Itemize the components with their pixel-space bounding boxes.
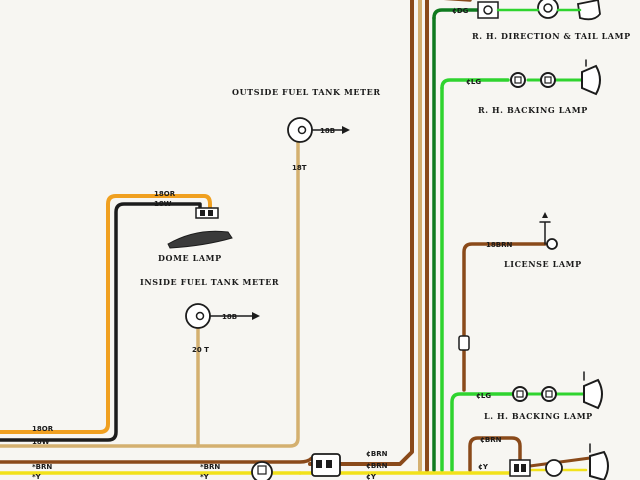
bulb-socket-icon: [540, 72, 556, 88]
label-rh-direction-tail: R. H. DIRECTION & TAIL LAMP: [472, 31, 631, 41]
wire-orange-dome: [0, 194, 212, 434]
terminal-icon: [297, 125, 307, 135]
dome-lamp: [167, 207, 233, 249]
ground-wires: [205, 126, 350, 320]
wire-label-18b-outside: 18B: [320, 127, 335, 135]
pin-icon: [316, 460, 322, 468]
wire-brown-bottom: [0, 456, 314, 464]
pin-icon: [326, 460, 332, 468]
wire-label-18b-inside: 18B: [222, 313, 237, 321]
inline-fuse-icon: [458, 335, 470, 351]
wire-label-18or-dome: 18OR: [154, 190, 176, 198]
bulb-socket-icon: [541, 386, 557, 402]
terminal-icon: [195, 311, 205, 321]
bulb-icon: [546, 238, 558, 250]
pin-icon: [257, 465, 267, 475]
arrow-icon: [542, 212, 548, 218]
pin-icon: [514, 76, 522, 84]
label-lh-backing: L. H. BACKING LAMP: [484, 411, 593, 421]
label-inside-fuel: INSIDE FUEL TANK METER: [140, 277, 279, 287]
label-rh-backing: R. H. BACKING LAMP: [478, 105, 588, 115]
wire-label-dg: ¢DG: [452, 7, 469, 15]
pin-icon: [544, 76, 552, 84]
wire-label-lg-top: ¢LG: [466, 78, 481, 86]
wire-label-18w-left: 18W: [32, 438, 50, 446]
lh-backing-lamp: [512, 371, 603, 410]
inside-fuel-tank-meter: [185, 303, 211, 329]
connector-icon: [512, 386, 528, 402]
pin-icon: [516, 390, 524, 398]
wire-label-lg-bot: ¢LG: [476, 392, 491, 400]
wire-harness-left: [0, 134, 314, 475]
rh-backing-lamp: [510, 59, 601, 96]
wire-label-brn-bot: ¢BRN: [480, 436, 502, 444]
pin-icon: [200, 210, 205, 216]
dome-lamp-icon: [167, 230, 233, 249]
wire-label-20t: 20 T: [192, 346, 209, 354]
wire-label-18brn: 18BRN: [486, 241, 512, 249]
bulb-icon: [543, 3, 553, 13]
socket-icon: [483, 5, 493, 15]
ground-icon: [539, 221, 551, 245]
pin-icon: [208, 210, 213, 216]
wire-label-y-bot: ¢Y: [478, 463, 489, 471]
wire-label-y-c: ¢Y: [366, 473, 377, 480]
gauge-icon: [287, 117, 313, 143]
wire-brown-trunk-outer: [308, 0, 414, 466]
lamp-housing-icon: [581, 64, 601, 96]
connector-icon: [509, 459, 531, 477]
bottom-connectors: [251, 453, 341, 480]
bulb-socket-icon: [545, 459, 563, 477]
wire-green-lh-backing: [450, 392, 514, 472]
bulb-socket-icon: [537, 0, 559, 19]
lamp-housing-icon: [583, 378, 603, 410]
label-outside-fuel: OUTSIDE FUEL TANK METER: [232, 87, 381, 97]
pin-icon: [521, 464, 526, 472]
wire-tan-inside-fuel: [0, 318, 200, 448]
rh-direction-lamp: [477, 0, 601, 21]
wire-label-18w-dome: 18W: [154, 200, 172, 208]
wire-black-dome: [0, 202, 202, 442]
wire-label-brn-mid: *BRN: [200, 463, 220, 471]
lh-tail-lamp: [509, 443, 609, 480]
wire-label-18t: 18T: [292, 164, 307, 172]
gauge-icon: [185, 303, 211, 329]
lamp-housing-icon: [576, 0, 601, 21]
wire-label-brn-c2: ¢BRN: [366, 462, 388, 470]
wire-brown-license: [462, 242, 547, 392]
inline-connector: [458, 335, 470, 351]
lamp-housing-icon: [589, 450, 609, 480]
wire-label-brn-c1: ¢BRN: [366, 450, 388, 458]
connector-icon: [195, 207, 219, 219]
wire-label-brn-left: *BRN: [32, 463, 52, 471]
wire-label-y-mid: *Y: [200, 473, 210, 480]
arrow-icon: [252, 312, 260, 320]
license-lamp: [539, 212, 558, 250]
pin-icon: [514, 464, 519, 472]
wire-brown-lh-tail: [468, 436, 522, 472]
connector-icon: [477, 1, 499, 19]
wire-label-y-left: *Y: [32, 473, 42, 480]
wire-green-rh-backing: [440, 78, 510, 90]
connector-icon: [510, 72, 526, 88]
wire-darkgreen-rh-direction: [432, 8, 482, 20]
connector-icon: [251, 461, 273, 480]
pin-icon: [545, 390, 553, 398]
outside-fuel-tank-meter: [287, 117, 313, 143]
wire-tan-outside-fuel: [196, 134, 300, 448]
label-dome: DOME LAMP: [158, 253, 222, 263]
arrow-icon: [342, 126, 350, 134]
wire-label-18or-left: 18OR: [32, 425, 54, 433]
label-license: LICENSE LAMP: [504, 259, 582, 269]
wire-harness-right: [298, 0, 592, 475]
